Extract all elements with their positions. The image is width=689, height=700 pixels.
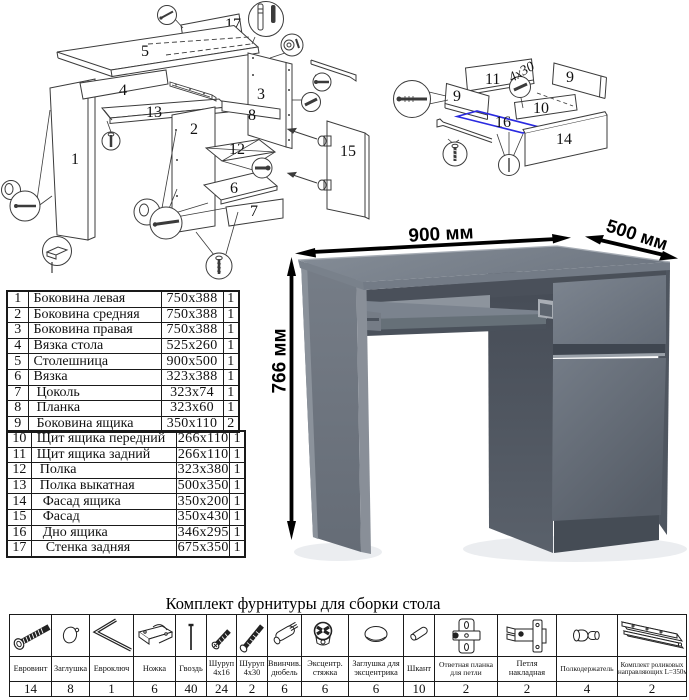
svg-text:14: 14	[556, 131, 572, 148]
svg-text:766 мм: 766 мм	[270, 328, 291, 393]
svg-text:11: 11	[485, 71, 500, 88]
svg-text:4: 4	[119, 82, 127, 99]
svg-text:3: 3	[257, 86, 265, 103]
svg-text:15: 15	[340, 143, 356, 160]
svg-text:9: 9	[566, 69, 574, 86]
svg-text:7: 7	[250, 203, 258, 220]
svg-text:13: 13	[146, 104, 162, 121]
svg-text:10: 10	[533, 100, 549, 117]
svg-text:12: 12	[229, 141, 245, 158]
svg-text:6: 6	[230, 180, 238, 197]
svg-text:2: 2	[190, 121, 198, 138]
svg-text:900 мм: 900 мм	[408, 222, 474, 246]
svg-text:9: 9	[453, 88, 461, 105]
svg-text:8: 8	[248, 107, 256, 124]
svg-text:1: 1	[71, 151, 79, 168]
svg-text:5: 5	[141, 43, 149, 60]
svg-text:16: 16	[495, 114, 511, 131]
